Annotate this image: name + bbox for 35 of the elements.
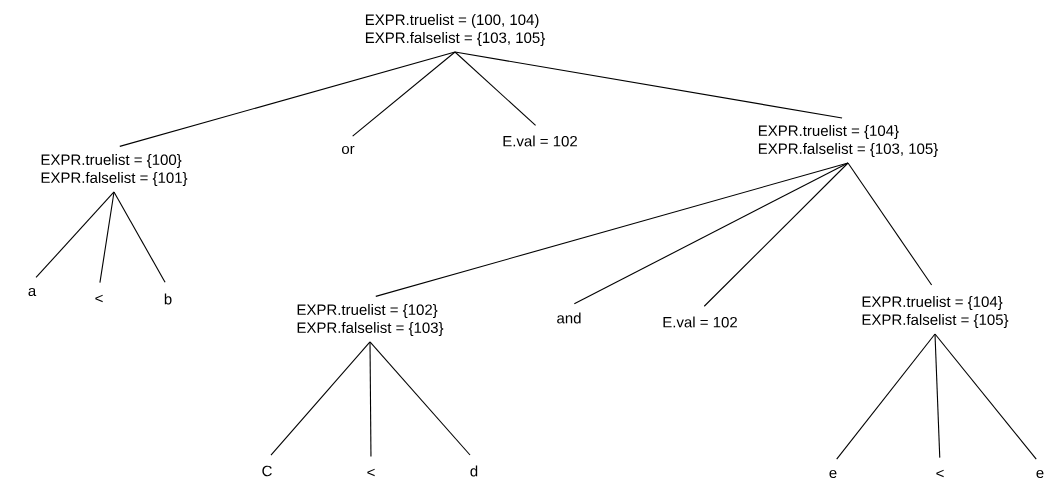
node-label: <: [936, 469, 944, 478]
attribute-label: EXPR.truelist = {100} EXPR.falselist = {101}: [41, 154, 188, 186]
tree-branch: [119, 51, 456, 147]
tree-branch: [703, 162, 849, 307]
tree-branch: [934, 333, 1037, 460]
tree-branch: [573, 162, 849, 305]
node-label: or: [341, 145, 355, 155]
node-label: E.val = 102: [503, 135, 577, 147]
node-label: b: [164, 293, 172, 305]
attribute-label: EXPR.truelist = (100, 104) EXPR.falselist = {103, 105}: [365, 14, 545, 46]
node-label: E.val = 102: [663, 316, 737, 328]
tree-branch: [375, 162, 849, 297]
tree-branch: [454, 51, 843, 119]
node-label: <: [95, 294, 103, 303]
node-label: and: [557, 312, 581, 324]
node-label: C: [262, 465, 272, 477]
tree-branch: [270, 341, 371, 456]
tree-branch: [836, 333, 936, 460]
attribute-label: EXPR.truelist = {104} EXPR.falselist = {105}: [862, 296, 1009, 328]
node-label: e: [1036, 469, 1044, 479]
attribute-label: EXPR.truelist = {102} EXPR.falselist = {103}: [297, 304, 444, 336]
tree-branch: [113, 191, 166, 283]
tree-branch: [369, 341, 471, 456]
tree-branch: [99, 191, 115, 284]
attribute-label: EXPR.truelist = {104} EXPR.falselist = {103, 105}: [758, 125, 938, 157]
tree-branch: [934, 333, 941, 459]
tree-branch: [369, 341, 372, 458]
node-label: a: [28, 287, 37, 297]
tree-branch: [352, 51, 456, 137]
node-label: e: [829, 469, 837, 479]
node-label: <: [367, 468, 375, 477]
tree-branch: [847, 162, 933, 286]
tree-branch: [35, 191, 115, 278]
tree-branch: [454, 51, 537, 126]
node-label: d: [470, 465, 478, 477]
